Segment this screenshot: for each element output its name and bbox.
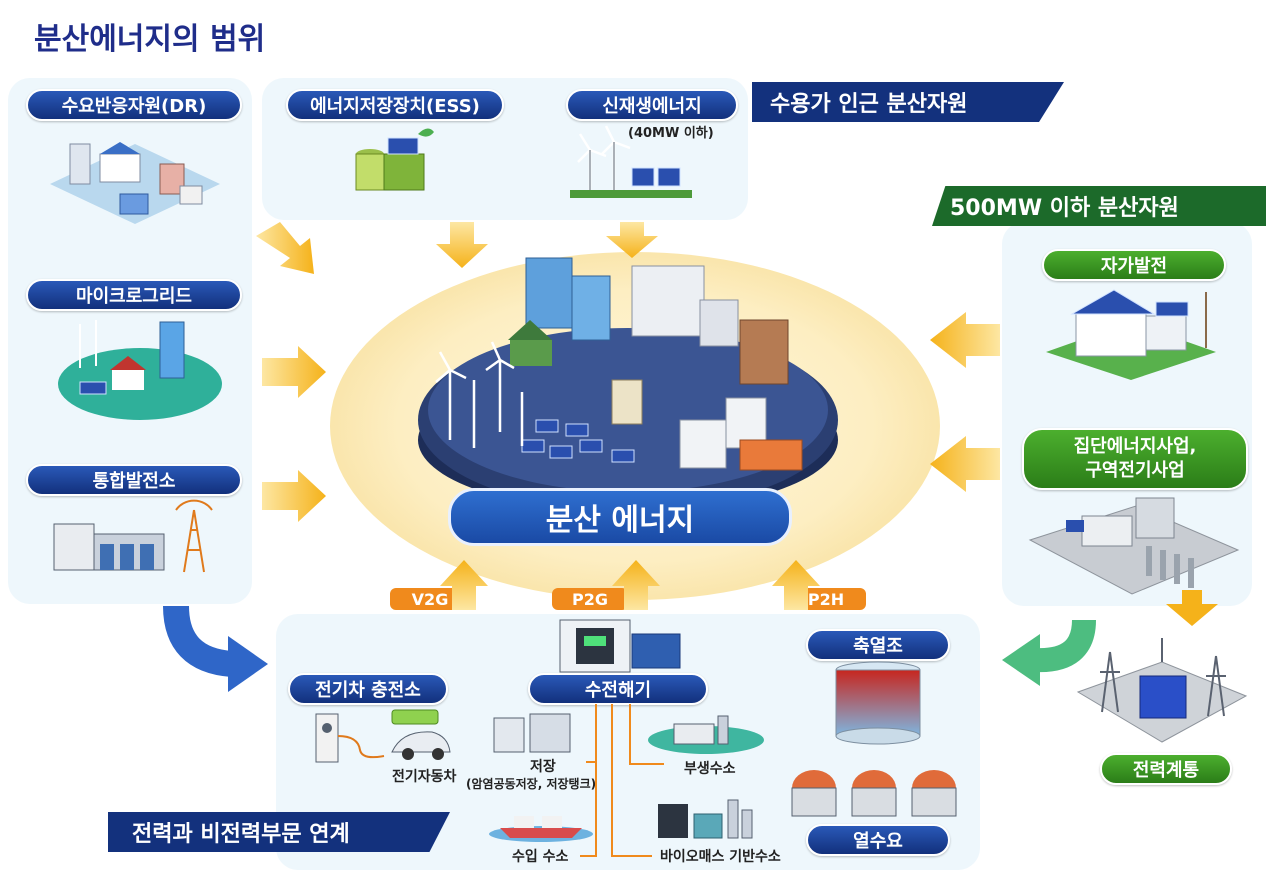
import-ship-icon	[489, 816, 593, 842]
ev-charger-icon	[315, 709, 451, 763]
top-banner: 수용가 인근 분산자원	[752, 82, 1064, 122]
substation-icon	[1076, 638, 1248, 743]
microgrid-icon	[58, 320, 222, 420]
byproduct-plant-icon	[648, 715, 764, 754]
radiator-icon	[791, 770, 957, 817]
biomass-plant-icon	[658, 799, 753, 839]
ev-label: 전기자동차	[392, 769, 457, 785]
right-banner: 500MW 이하 분산자원	[932, 186, 1266, 226]
district-energy-label: 집단에너지사업, 구역전기사업	[1022, 428, 1248, 490]
district-plant-icon	[1028, 497, 1240, 595]
district-energy-line1: 집단에너지사업,	[1073, 436, 1197, 457]
bottom-banner: 전력과 비전력부문 연계	[108, 812, 450, 852]
renewable-label: 신재생에너지	[566, 89, 738, 121]
district-energy-line2: 구역전기사업	[1085, 460, 1185, 481]
ev-station-label: 전기차 충전소	[288, 673, 448, 705]
biomass-h2-label: 바이오매스 기반수소	[660, 849, 781, 865]
vpp-plant-icon	[53, 499, 213, 573]
renewable-note: (40MW 이하)	[628, 126, 714, 141]
ess-label: 에너지저장장치(ESS)	[286, 89, 504, 121]
import-h2-label: 수입 수소	[512, 849, 569, 865]
grid-label: 전력계통	[1100, 753, 1232, 785]
microgrid-label: 마이크로그리드	[26, 279, 242, 311]
storage-note: (암염공동저장, 저장탱크)	[466, 777, 597, 791]
electrolyzer-label: 수전해기	[528, 673, 708, 705]
ess-icon	[355, 128, 434, 191]
house-icon	[1046, 289, 1216, 380]
vpp-label: 통합발전소	[26, 464, 242, 496]
v2g-tag: V2G	[390, 588, 470, 610]
self-gen-label: 자가발전	[1042, 249, 1226, 281]
heat-demand-label: 열수요	[806, 824, 950, 856]
byproduct-h2-label: 부생수소	[684, 761, 736, 777]
storage-tank-icon	[493, 713, 571, 753]
wind-solar-icon	[570, 125, 692, 198]
p2g-tag: P2G	[552, 588, 628, 610]
electrolyzer-icon	[559, 619, 681, 673]
storage-label: 저장	[530, 759, 556, 775]
heat-storage-tank-icon	[835, 661, 921, 745]
heat-storage-label: 축열조	[806, 629, 950, 661]
page-title: 분산에너지의 범위	[34, 22, 266, 57]
dr-label: 수요반응자원(DR)	[26, 89, 242, 121]
dr-city-icon	[50, 142, 220, 224]
center-label: 분산 에너지	[448, 488, 792, 546]
